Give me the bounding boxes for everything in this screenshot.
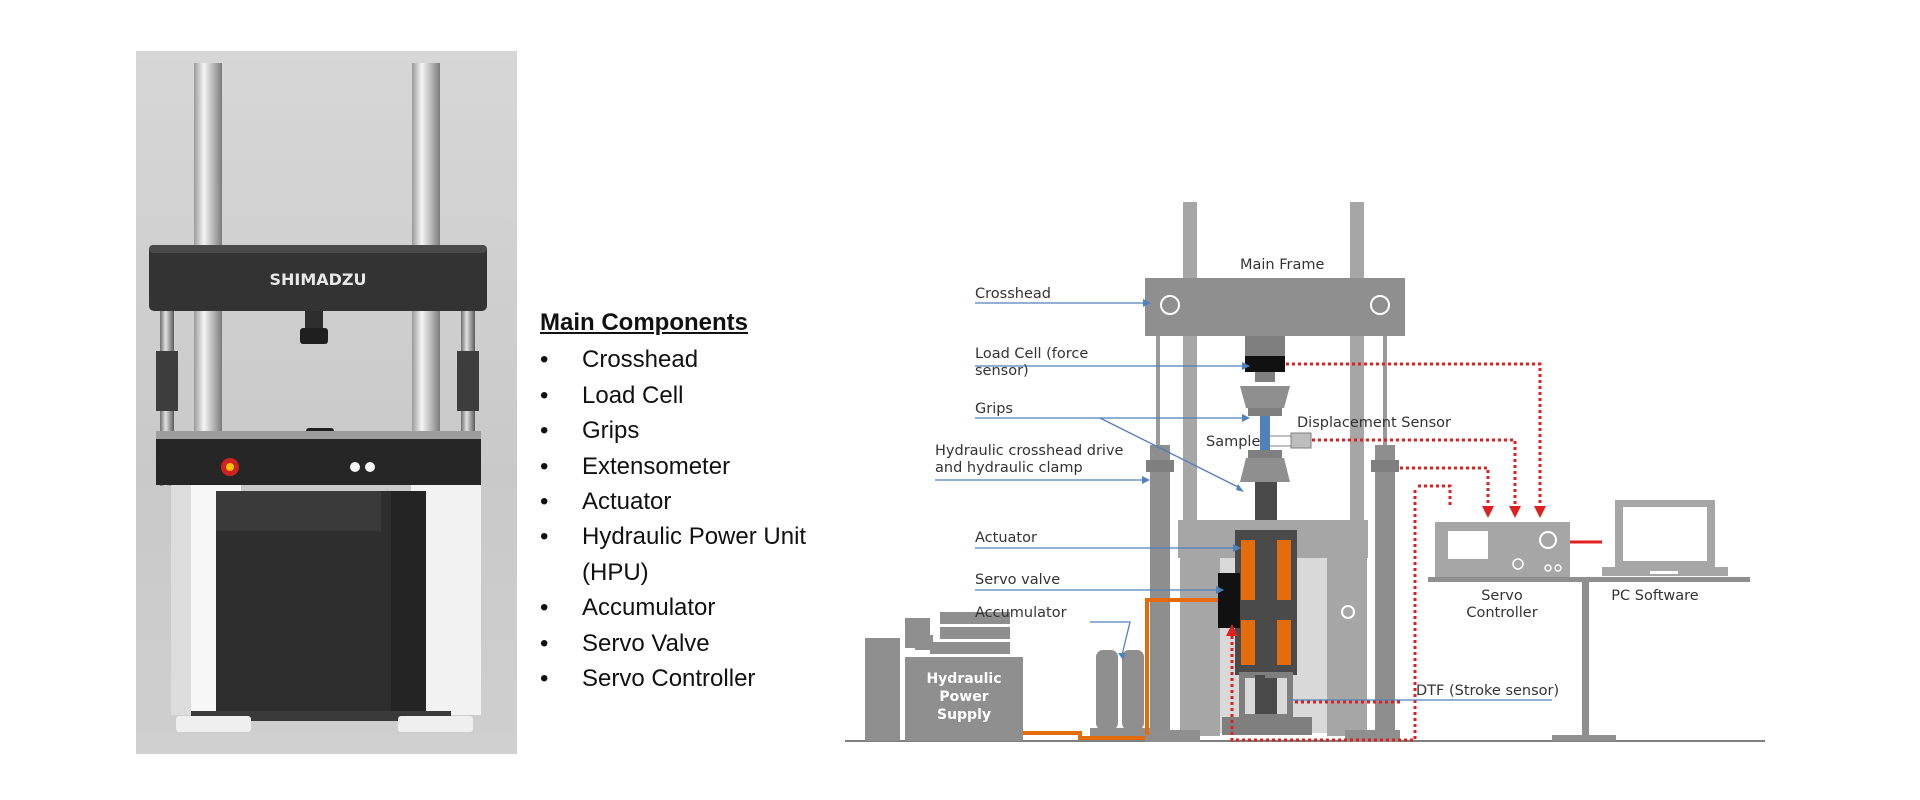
label-servo-controller-1: Servo bbox=[1481, 588, 1523, 604]
label-grips: Grips bbox=[975, 401, 1013, 417]
hydraulic-power-supply bbox=[905, 657, 1023, 741]
schematic-svg: Hydraulic Power Supply bbox=[845, 202, 1765, 742]
lower-grip-block bbox=[1240, 458, 1290, 482]
label-load-cell-2: sensor) bbox=[975, 363, 1029, 379]
machine-schematic: Hydraulic Power Supply bbox=[840, 190, 1770, 760]
crosshead-block bbox=[1145, 278, 1405, 336]
load-cell bbox=[1245, 356, 1285, 372]
label-crosshead: Crosshead bbox=[975, 286, 1051, 302]
displacement-sensor bbox=[1290, 432, 1312, 449]
components-heading: Main Components bbox=[540, 309, 748, 336]
accumulator-bottle-2 bbox=[1122, 650, 1144, 730]
label-accumulator: Accumulator bbox=[975, 605, 1067, 621]
component-item: Accumulator bbox=[540, 590, 840, 626]
component-item: Load Cell bbox=[540, 378, 840, 414]
label-servo-controller-2: Controller bbox=[1466, 605, 1537, 621]
crosshead-drive-signal bbox=[1400, 466, 1490, 508]
component-item: Hydraulic Power Unit (HPU) bbox=[540, 519, 840, 590]
testing-machine-illustration: SHIMADZU bbox=[136, 63, 517, 754]
upper-grip-block bbox=[1240, 386, 1290, 408]
label-dtf: DTF (Stroke sensor) bbox=[1416, 683, 1559, 699]
label-hydraulic-drive-2: and hydraulic clamp bbox=[935, 460, 1083, 476]
component-item: Grips bbox=[540, 413, 840, 449]
upper-grip bbox=[300, 328, 328, 344]
hps-label-3: Supply bbox=[937, 707, 991, 723]
desk-top bbox=[1428, 577, 1750, 582]
component-item: Servo Valve bbox=[540, 626, 840, 662]
load-cell-signal bbox=[1286, 362, 1542, 508]
hps-label-2: Power bbox=[939, 689, 988, 705]
label-servo-valve: Servo valve bbox=[975, 572, 1060, 588]
displacement-signal bbox=[1312, 438, 1517, 508]
label-actuator: Actuator bbox=[975, 530, 1037, 546]
sample-specimen bbox=[1260, 416, 1270, 450]
label-hydraulic-drive-1: Hydraulic crosshead drive bbox=[935, 443, 1124, 459]
label-displacement-sensor: Displacement Sensor bbox=[1297, 415, 1451, 431]
component-item: Servo Controller bbox=[540, 661, 840, 697]
main-components-list: Main Components Crosshead Load Cell Grip… bbox=[540, 305, 840, 697]
component-item: Extensometer bbox=[540, 449, 840, 485]
servo-valve bbox=[1218, 573, 1240, 628]
components-items: Crosshead Load Cell Grips Extensometer A… bbox=[540, 342, 840, 696]
servo-valve-signal bbox=[1230, 490, 1417, 742]
label-load-cell-1: Load Cell (force bbox=[975, 346, 1088, 362]
accumulator-bottle-1 bbox=[1096, 650, 1118, 730]
label-pc-software: PC Software bbox=[1611, 588, 1698, 604]
crosshead-bolt-right bbox=[1370, 295, 1390, 315]
hps-label-1: Hydraulic bbox=[926, 671, 1001, 687]
left-foot bbox=[176, 716, 251, 732]
hydraulic-valve-line bbox=[1145, 598, 1218, 735]
testing-machine-photo: SHIMADZU bbox=[136, 51, 517, 754]
crosshead-bolt-left bbox=[1160, 295, 1180, 315]
label-sample: Sample bbox=[1206, 434, 1260, 450]
brand-logo: SHIMADZU bbox=[269, 270, 366, 289]
crosshead-beam bbox=[149, 245, 487, 311]
actuator-piston bbox=[1255, 535, 1277, 715]
component-item: Actuator bbox=[540, 484, 840, 520]
component-item: Crosshead bbox=[540, 342, 840, 378]
hydraulic-supply-line bbox=[1023, 731, 1145, 740]
label-main-frame: Main Frame bbox=[1240, 257, 1324, 273]
hps-side-unit bbox=[865, 638, 900, 741]
control-panel-band bbox=[156, 439, 481, 485]
right-foot bbox=[398, 716, 473, 732]
